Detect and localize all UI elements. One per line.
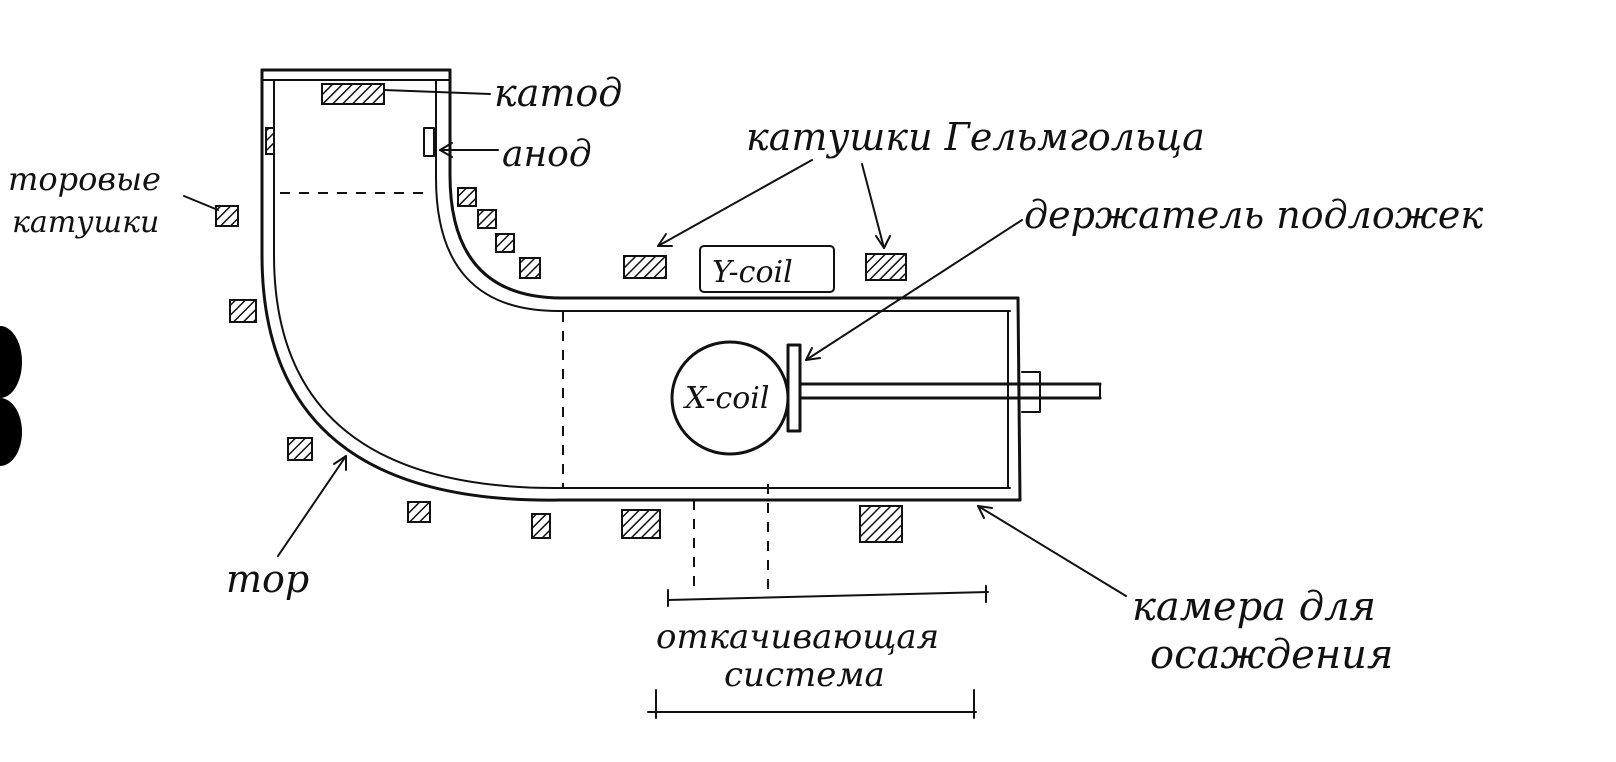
helmholtz-coils <box>621 253 907 543</box>
substrate-holder <box>786 343 1102 433</box>
toroidal-coil <box>477 209 497 229</box>
binder-holes <box>0 326 22 466</box>
pumping-system-label-line2: система <box>724 655 885 695</box>
chamber-label-line1: камера для <box>1132 584 1376 630</box>
toroidal-coil <box>229 299 257 323</box>
binder-hole-bottom <box>0 398 22 466</box>
anode-block <box>423 127 435 157</box>
toroidal-coil <box>407 501 431 523</box>
chamber-label-line2: осаждения <box>1150 632 1393 678</box>
toroidal-coil <box>495 233 515 253</box>
torus-tube <box>260 68 1022 502</box>
anode-label: анод <box>502 134 592 175</box>
cathode-label: катод <box>494 71 622 115</box>
toroidal-coils-label-line1: торовые <box>8 160 161 198</box>
pumping-system-label-line1: откачивающая <box>656 617 939 657</box>
helmholtz-coil-bottom-right <box>859 505 903 543</box>
binder-hole-top <box>0 326 22 398</box>
pointer-arrows <box>183 89 1127 597</box>
cathode-block <box>321 83 385 105</box>
toroidal-coils <box>215 187 551 539</box>
toroidal-coil <box>531 513 551 539</box>
toroidal-coil <box>215 205 239 227</box>
y-coil-label: Y-coil <box>712 255 793 290</box>
toroidal-coil <box>519 257 541 279</box>
torus-label: тор <box>226 557 309 601</box>
pumping-system-lines <box>647 484 989 719</box>
toroidal-coil <box>287 437 313 461</box>
helmholtz-coil-top-right <box>865 253 907 281</box>
x-coil-label: X-coil <box>683 381 769 416</box>
toroidal-coil <box>457 187 477 207</box>
helmholtz-coil-bottom-left <box>621 509 661 539</box>
helmholtz-coils-label: катушки Гельмгольца <box>746 115 1205 159</box>
toroidal-coils-label-line2: катушки <box>12 205 159 240</box>
helmholtz-coil-top-left <box>623 255 667 279</box>
substrate-holder-label: держатель подложек <box>1024 193 1483 237</box>
torus-coil-left-inner <box>265 127 275 155</box>
y-coil-box <box>699 245 835 293</box>
